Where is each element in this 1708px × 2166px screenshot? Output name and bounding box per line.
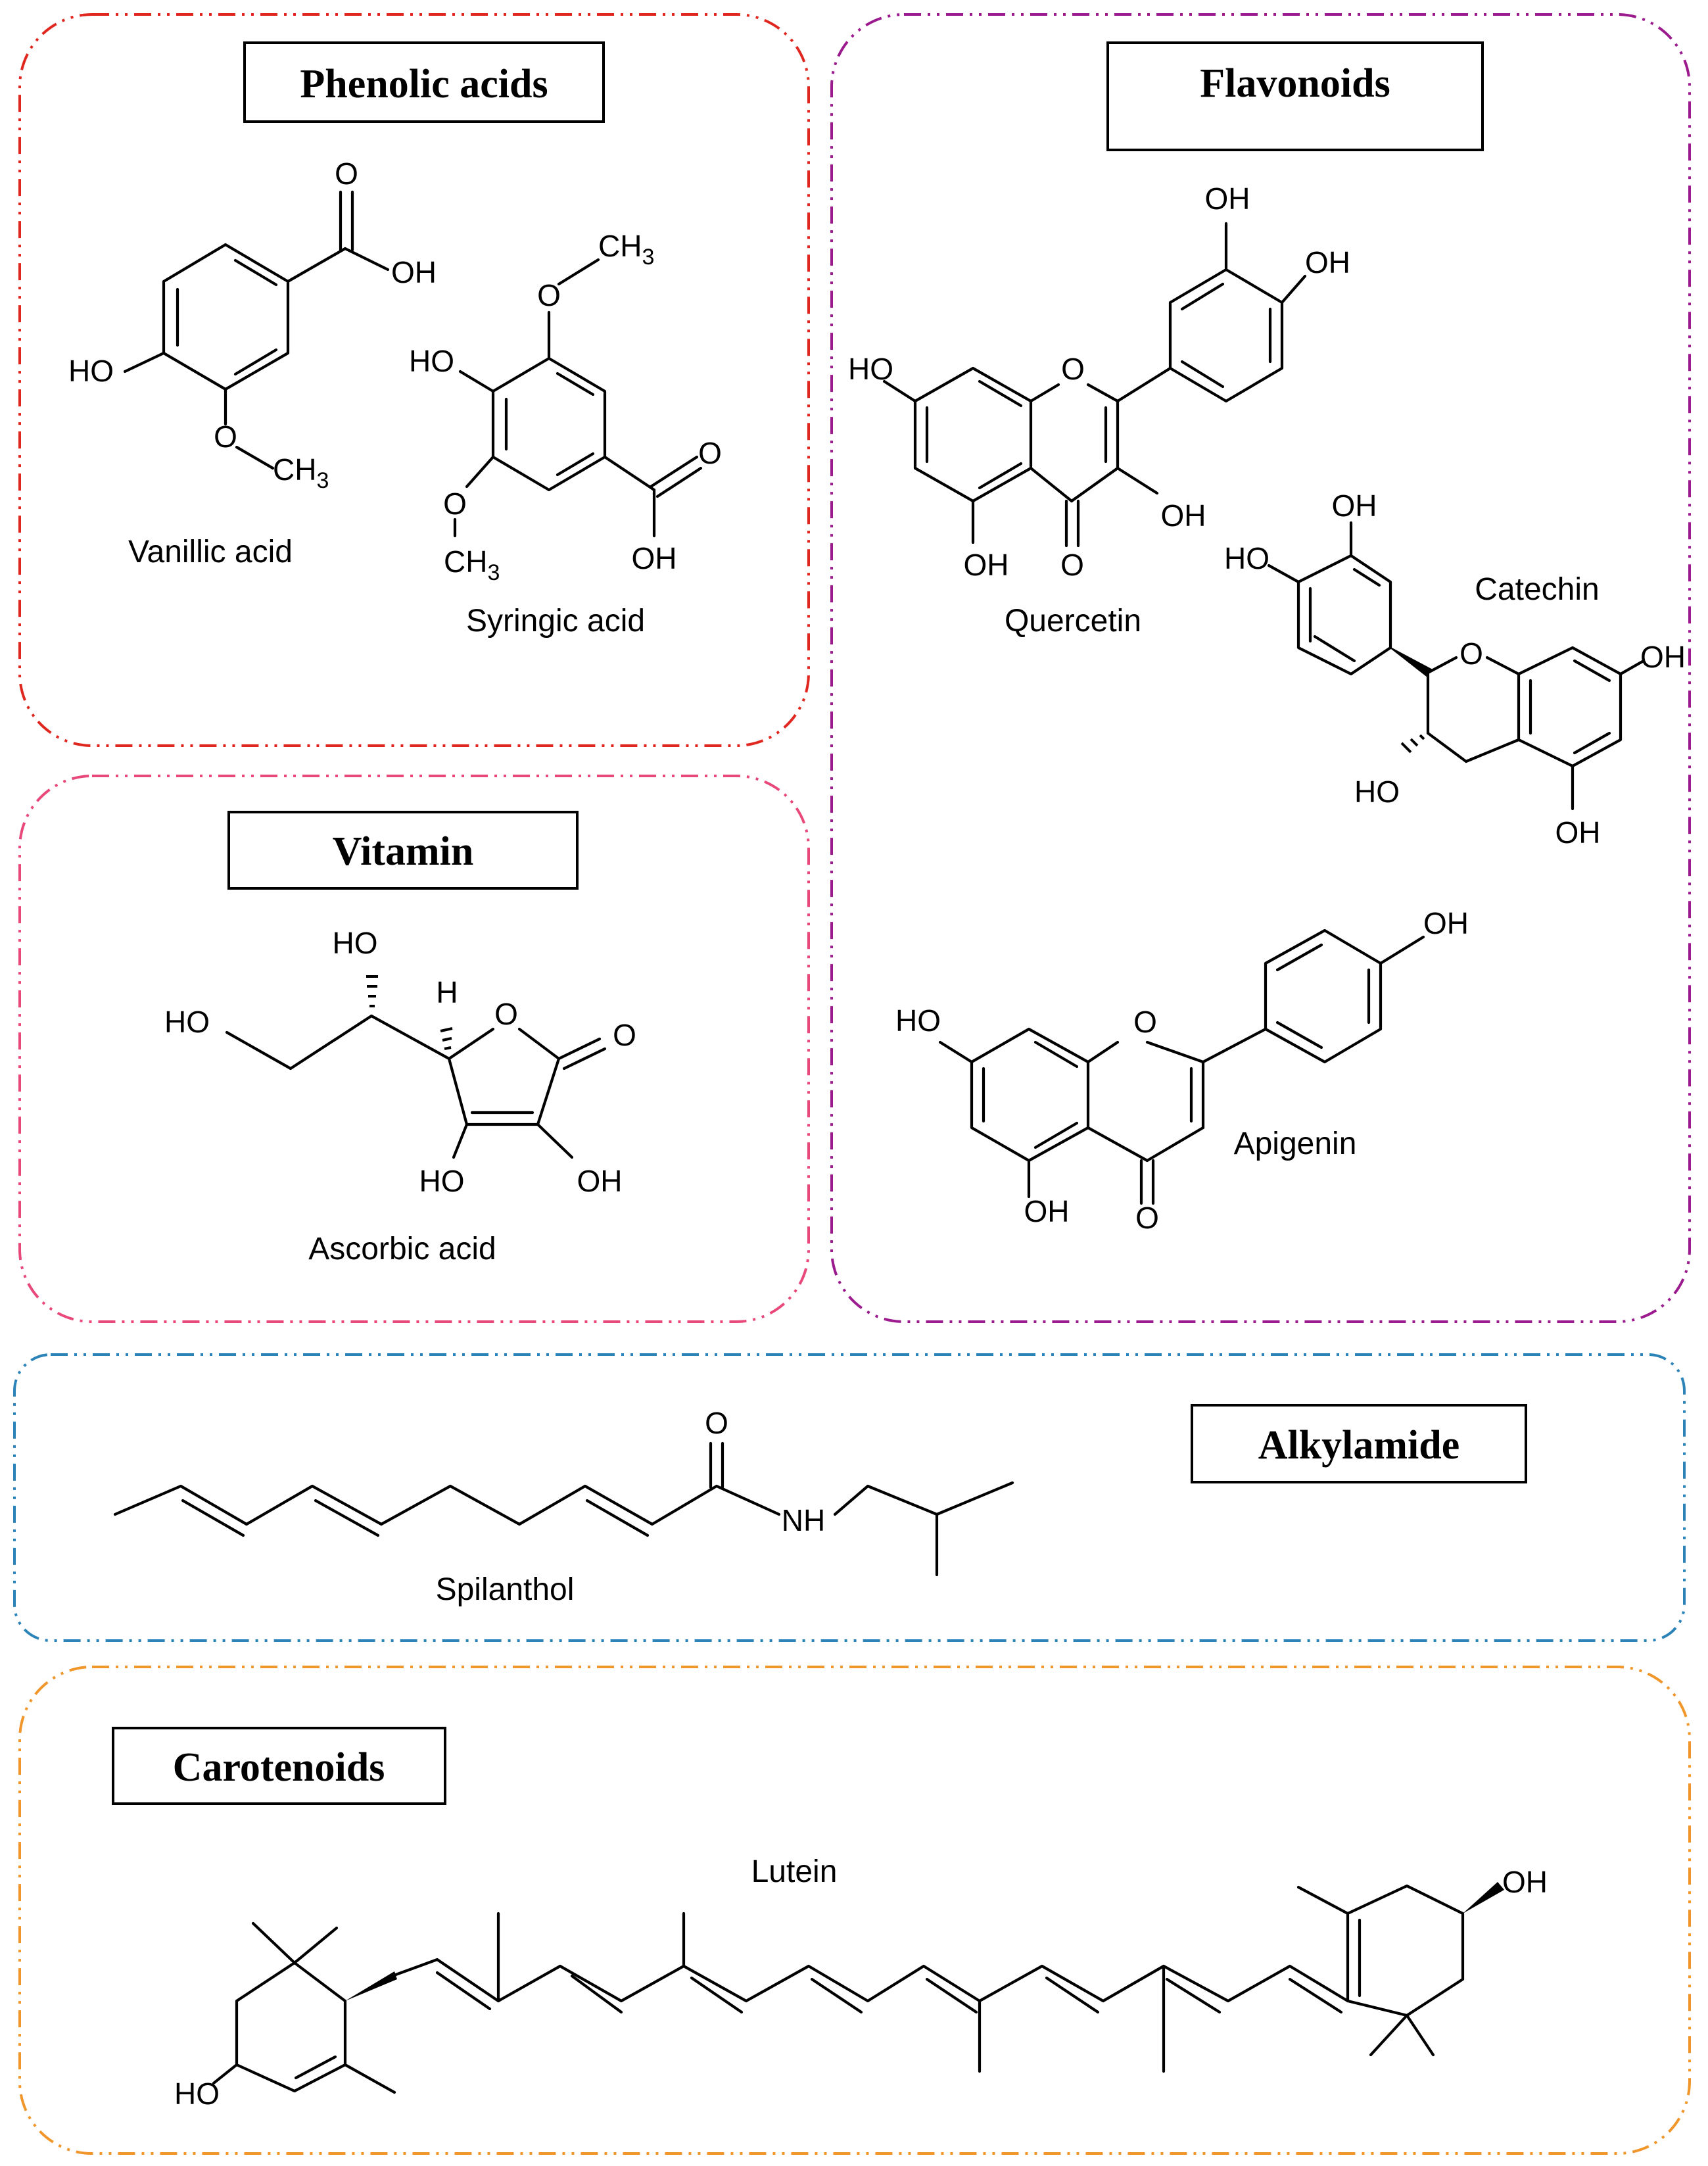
- svg-text:O: O: [1061, 352, 1085, 386]
- svg-text:OH: OH: [391, 255, 437, 289]
- svg-text:O: O: [705, 1406, 728, 1440]
- svg-text:O: O: [214, 420, 237, 454]
- vitamin-panel: [18, 775, 810, 1323]
- spilanthol-structure: O NH Spilanthol: [113, 1406, 1014, 1607]
- syringic-acid-label: Syringic acid: [466, 604, 645, 638]
- svg-text:O: O: [698, 436, 722, 470]
- syringic-acid-structure: O CH3 HO O CH3 O OH Syringic acid: [409, 229, 722, 638]
- svg-text:O: O: [443, 487, 467, 521]
- svg-text:HO: HO: [333, 926, 378, 960]
- ascorbic-acid-structure: HO HO H O O HO OH Ascorbic acid: [164, 926, 636, 1266]
- svg-text:O: O: [1135, 1201, 1159, 1235]
- svg-text:OH: OH: [632, 541, 677, 575]
- svg-text:NH: NH: [782, 1503, 825, 1537]
- vitamin-title-box: Vitamin: [227, 811, 579, 890]
- apigenin-structure: O HO OH OH O Apigenin: [895, 906, 1469, 1235]
- svg-text:HO: HO: [419, 1164, 465, 1198]
- svg-text:O: O: [1459, 637, 1483, 671]
- alkylamide-title: Alkylamide: [1258, 1423, 1460, 1468]
- svg-text:HO: HO: [895, 1003, 941, 1038]
- svg-text:OH: OH: [577, 1164, 623, 1198]
- svg-text:HO: HO: [409, 344, 454, 378]
- svg-text:OH: OH: [1502, 1865, 1548, 1899]
- svg-text:HO: HO: [174, 2077, 220, 2111]
- phenolic-title-box: Phenolic acids: [243, 41, 605, 123]
- svg-text:HO: HO: [164, 1005, 210, 1039]
- svg-text:OH: OH: [1555, 815, 1601, 850]
- svg-text:O: O: [494, 997, 518, 1031]
- catechin-structure: OH HO O OH HO OH Catechin: [1224, 489, 1686, 850]
- flavonoid-panel: [830, 13, 1691, 1323]
- svg-text:HO: HO: [848, 352, 893, 386]
- catechin-label: Catechin: [1475, 572, 1599, 607]
- svg-text:OH: OH: [964, 548, 1009, 582]
- svg-text:O: O: [335, 156, 358, 191]
- svg-text:OH: OH: [1024, 1194, 1070, 1228]
- vanillic-acid-structure: O OH HO O CH3 Vanillic acid: [68, 156, 437, 569]
- spilanthol-label: Spilanthol: [436, 1572, 575, 1607]
- svg-text:O: O: [537, 278, 561, 312]
- ascorbic-acid-label: Ascorbic acid: [308, 1232, 496, 1266]
- svg-text:O: O: [613, 1018, 636, 1052]
- svg-text:OH: OH: [1305, 245, 1350, 279]
- quercetin-structure: O HO OH OH OH OH O Quercetin: [848, 181, 1350, 638]
- flavonoid-title-box: Flavonoids: [1106, 41, 1484, 151]
- svg-text:OH: OH: [1161, 498, 1206, 533]
- apigenin-label: Apigenin: [1234, 1126, 1357, 1161]
- quercetin-label: Quercetin: [1005, 604, 1141, 638]
- carotenoid-title: Carotenoids: [173, 1745, 385, 1790]
- phenolic-title: Phenolic acids: [300, 62, 548, 107]
- alkylamide-title-box: Alkylamide: [1191, 1404, 1527, 1483]
- vanillic-acid-label: Vanillic acid: [128, 535, 293, 569]
- carotenoid-panel: [18, 1666, 1691, 2155]
- svg-text:OH: OH: [1640, 640, 1686, 674]
- svg-text:O: O: [1060, 548, 1084, 582]
- svg-text:HO: HO: [68, 354, 114, 388]
- svg-text:OH: OH: [1423, 906, 1469, 940]
- alkylamide-panel: [13, 1353, 1686, 1642]
- svg-text:HO: HO: [1224, 541, 1269, 575]
- phenolic-panel: [18, 13, 810, 747]
- svg-text:O: O: [1133, 1005, 1157, 1039]
- vitamin-title: Vitamin: [333, 829, 474, 874]
- svg-text:HO: HO: [1354, 775, 1400, 809]
- svg-text:OH: OH: [1332, 489, 1377, 523]
- svg-text:CH3: CH3: [273, 452, 329, 493]
- carotenoid-title-box: Carotenoids: [112, 1727, 446, 1805]
- svg-text:OH: OH: [1205, 181, 1250, 216]
- lutein-label: Lutein: [751, 1854, 838, 1889]
- flavonoid-title: Flavonoids: [1200, 61, 1390, 106]
- lutein-structure: OH HO Lutein: [174, 1854, 1548, 2111]
- svg-text:CH3: CH3: [444, 544, 500, 585]
- svg-text:CH3: CH3: [598, 229, 654, 270]
- svg-text:H: H: [436, 975, 458, 1009]
